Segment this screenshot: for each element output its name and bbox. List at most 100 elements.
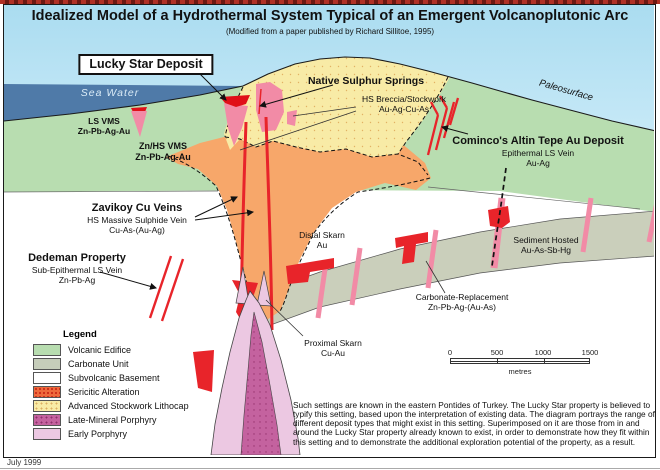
carbonate-replacement-body bbox=[286, 258, 334, 284]
sea-water-label: Sea Water bbox=[80, 87, 140, 99]
native-sulphur-label: Native Sulphur Springs bbox=[307, 75, 425, 87]
cominco-line3: Au-Ag bbox=[526, 157, 550, 168]
legend: Legend Volcanic Edifice Carbonate Unit S… bbox=[33, 329, 189, 441]
description-text: Such settings are known in the eastern P… bbox=[293, 400, 655, 447]
early-porphyry-horn bbox=[256, 270, 272, 307]
hs-breccia-label: HS Breccia/Stockwork Au-Ag-Cu-As bbox=[362, 94, 446, 114]
subvolcanic-basement-swatch bbox=[33, 372, 61, 384]
hs-breccia-leader bbox=[292, 106, 357, 117]
proximal-skarn-label: Proximal Skarn Cu-Au bbox=[304, 338, 362, 358]
sea-water-body bbox=[4, 84, 243, 121]
zavikoy-arrow bbox=[194, 196, 238, 218]
distal-skarn-line1: Distal Skarn bbox=[299, 230, 345, 240]
sediment-hosted-line2: Au-As-Sb-Hg bbox=[520, 245, 572, 256]
sediment-hosted-label: Sediment Hosted Au-As-Sb-Hg bbox=[513, 235, 578, 255]
lithocap-bottom-boundary bbox=[224, 136, 429, 176]
scale-tick: 0 bbox=[447, 348, 453, 357]
legend-title: Legend bbox=[63, 329, 97, 340]
zavikoy-line1: Zavikoy Cu Veins bbox=[91, 202, 183, 214]
pink-dike bbox=[646, 204, 654, 243]
dedeman-arrow bbox=[99, 271, 158, 290]
basement-contact-right bbox=[427, 186, 641, 210]
zn-hs-vms-label: Zn/HS VMS Zn-Pb-Ag-Au bbox=[135, 141, 190, 162]
sediment-hosted-body bbox=[488, 206, 510, 228]
dedeman-line2: Sub-Epithermal LS Vein bbox=[31, 264, 123, 275]
ls-vms-line2: Zn-Pb-Ag-Au bbox=[77, 126, 131, 137]
carbonate-unit-swatch bbox=[33, 358, 61, 370]
ls-vms-line1: LS VMS bbox=[88, 116, 120, 126]
alteration-right-boundary bbox=[278, 177, 431, 314]
ls-vms-deposit-cap bbox=[131, 107, 147, 112]
alteration-left-boundary bbox=[167, 155, 265, 323]
basement-contact-left bbox=[4, 190, 219, 193]
volcanic-edifice-swatch bbox=[33, 344, 61, 356]
page-title: Idealized Model of a Hydrothermal System… bbox=[31, 8, 629, 24]
lithocap-right-boundary bbox=[397, 76, 449, 155]
legend-row: Carbonate Unit bbox=[33, 357, 189, 371]
native-sulphur-arrow bbox=[258, 84, 334, 108]
legend-label: Sericitic Alteration bbox=[68, 387, 140, 397]
breccia-body bbox=[287, 110, 297, 126]
zavikoy-arrow bbox=[194, 209, 255, 221]
page-subtitle: (Modified from a paper published by Rich… bbox=[225, 27, 435, 36]
legend-row: Volcanic Edifice bbox=[33, 343, 189, 357]
legend-row: Subvolcanic Basement bbox=[33, 371, 189, 385]
hs-breccia-line2: Au-Ag-Cu-As bbox=[378, 104, 430, 115]
legend-row: Early Porphyry bbox=[33, 427, 189, 441]
scale-bar-rule bbox=[450, 358, 590, 364]
cominco-line2: Epithermal LS Vein bbox=[501, 147, 575, 158]
zn-hs-vms-line1: Zn/HS VMS bbox=[138, 141, 188, 151]
sediment-hosted-line1: Sediment Hosted bbox=[513, 235, 579, 245]
scale-bar-unit: metres bbox=[508, 367, 532, 376]
scale-bar-midline bbox=[451, 361, 589, 362]
hs-breccia-line1: HS Breccia/Stockwork bbox=[361, 94, 447, 104]
bottom-edge-line bbox=[0, 468, 660, 469]
hs-breccia-leader bbox=[239, 110, 357, 151]
breccia-body bbox=[224, 103, 248, 146]
legend-label: Subvolcanic Basement bbox=[68, 373, 160, 383]
pink-dike bbox=[349, 247, 363, 306]
legend-label: Early Porphyry bbox=[68, 429, 128, 439]
fault-line bbox=[491, 167, 507, 267]
early-porphyry-horn bbox=[235, 266, 250, 305]
leader-lines bbox=[239, 106, 446, 337]
pink-dike bbox=[315, 261, 329, 319]
leader-arrows bbox=[99, 73, 469, 290]
dedeman-veins bbox=[148, 255, 185, 322]
zavikoy-label: Zavikoy Cu Veins HS Massive Sulphide Vei… bbox=[87, 202, 187, 235]
dedeman-label: Dedeman Property Sub-Epithermal LS Vein … bbox=[28, 252, 126, 285]
ls-vms-deposit-body bbox=[131, 111, 147, 137]
lucky-star-arrow bbox=[199, 73, 227, 101]
late-mineral-porphyry-swatch bbox=[33, 414, 61, 426]
date-label: July 1999 bbox=[7, 458, 42, 467]
red-vein bbox=[264, 116, 274, 331]
carbonate-replacement-label: Carbonate-Replacement Zn-Pb-Ag-(Au-As) bbox=[416, 292, 509, 312]
lithocap-zone bbox=[224, 57, 450, 157]
legend-row: Late-Mineral Porphyry bbox=[33, 413, 189, 427]
top-border-strip bbox=[0, 0, 660, 4]
breccia-body bbox=[256, 82, 284, 132]
cominco-label: Cominco's Altin Tepe Au Deposit Epitherm… bbox=[452, 135, 624, 168]
distal-skarn-line2: Au bbox=[316, 240, 328, 251]
distal-skarn-label: Distal Skarn Au bbox=[299, 230, 345, 250]
legend-row: Advanced Stockwork Lithocap bbox=[33, 399, 189, 413]
zavikoy-line3: Cu-As-(Au-Ag) bbox=[109, 224, 165, 235]
scale-bar-divider bbox=[497, 359, 498, 363]
cominco-line1: Cominco's Altin Tepe Au Deposit bbox=[452, 135, 624, 147]
late-mineral-porphyry-body bbox=[240, 311, 282, 455]
advanced-stockwork-lithocap-swatch bbox=[33, 400, 61, 412]
zn-hs-vms-line2: Zn-Pb-Ag-Au bbox=[135, 151, 191, 162]
proximal-skarn-leader bbox=[265, 299, 304, 337]
scale-tick: 1000 bbox=[534, 348, 552, 357]
carbonate-replacement-body bbox=[395, 232, 428, 264]
dedeman-line3: Zn-Pb-Ag bbox=[58, 274, 96, 285]
zavikoy-line2: HS Massive Sulphide Vein bbox=[87, 214, 187, 225]
ls-vms-label: LS VMS Zn-Pb-Ag-Au bbox=[78, 116, 130, 136]
pink-dike bbox=[425, 229, 439, 289]
pink-dike bbox=[580, 197, 594, 253]
legend-label: Carbonate Unit bbox=[68, 359, 129, 369]
surface-profile bbox=[4, 56, 654, 132]
carbonate-replacement-line1: Carbonate-Replacement bbox=[415, 292, 509, 302]
